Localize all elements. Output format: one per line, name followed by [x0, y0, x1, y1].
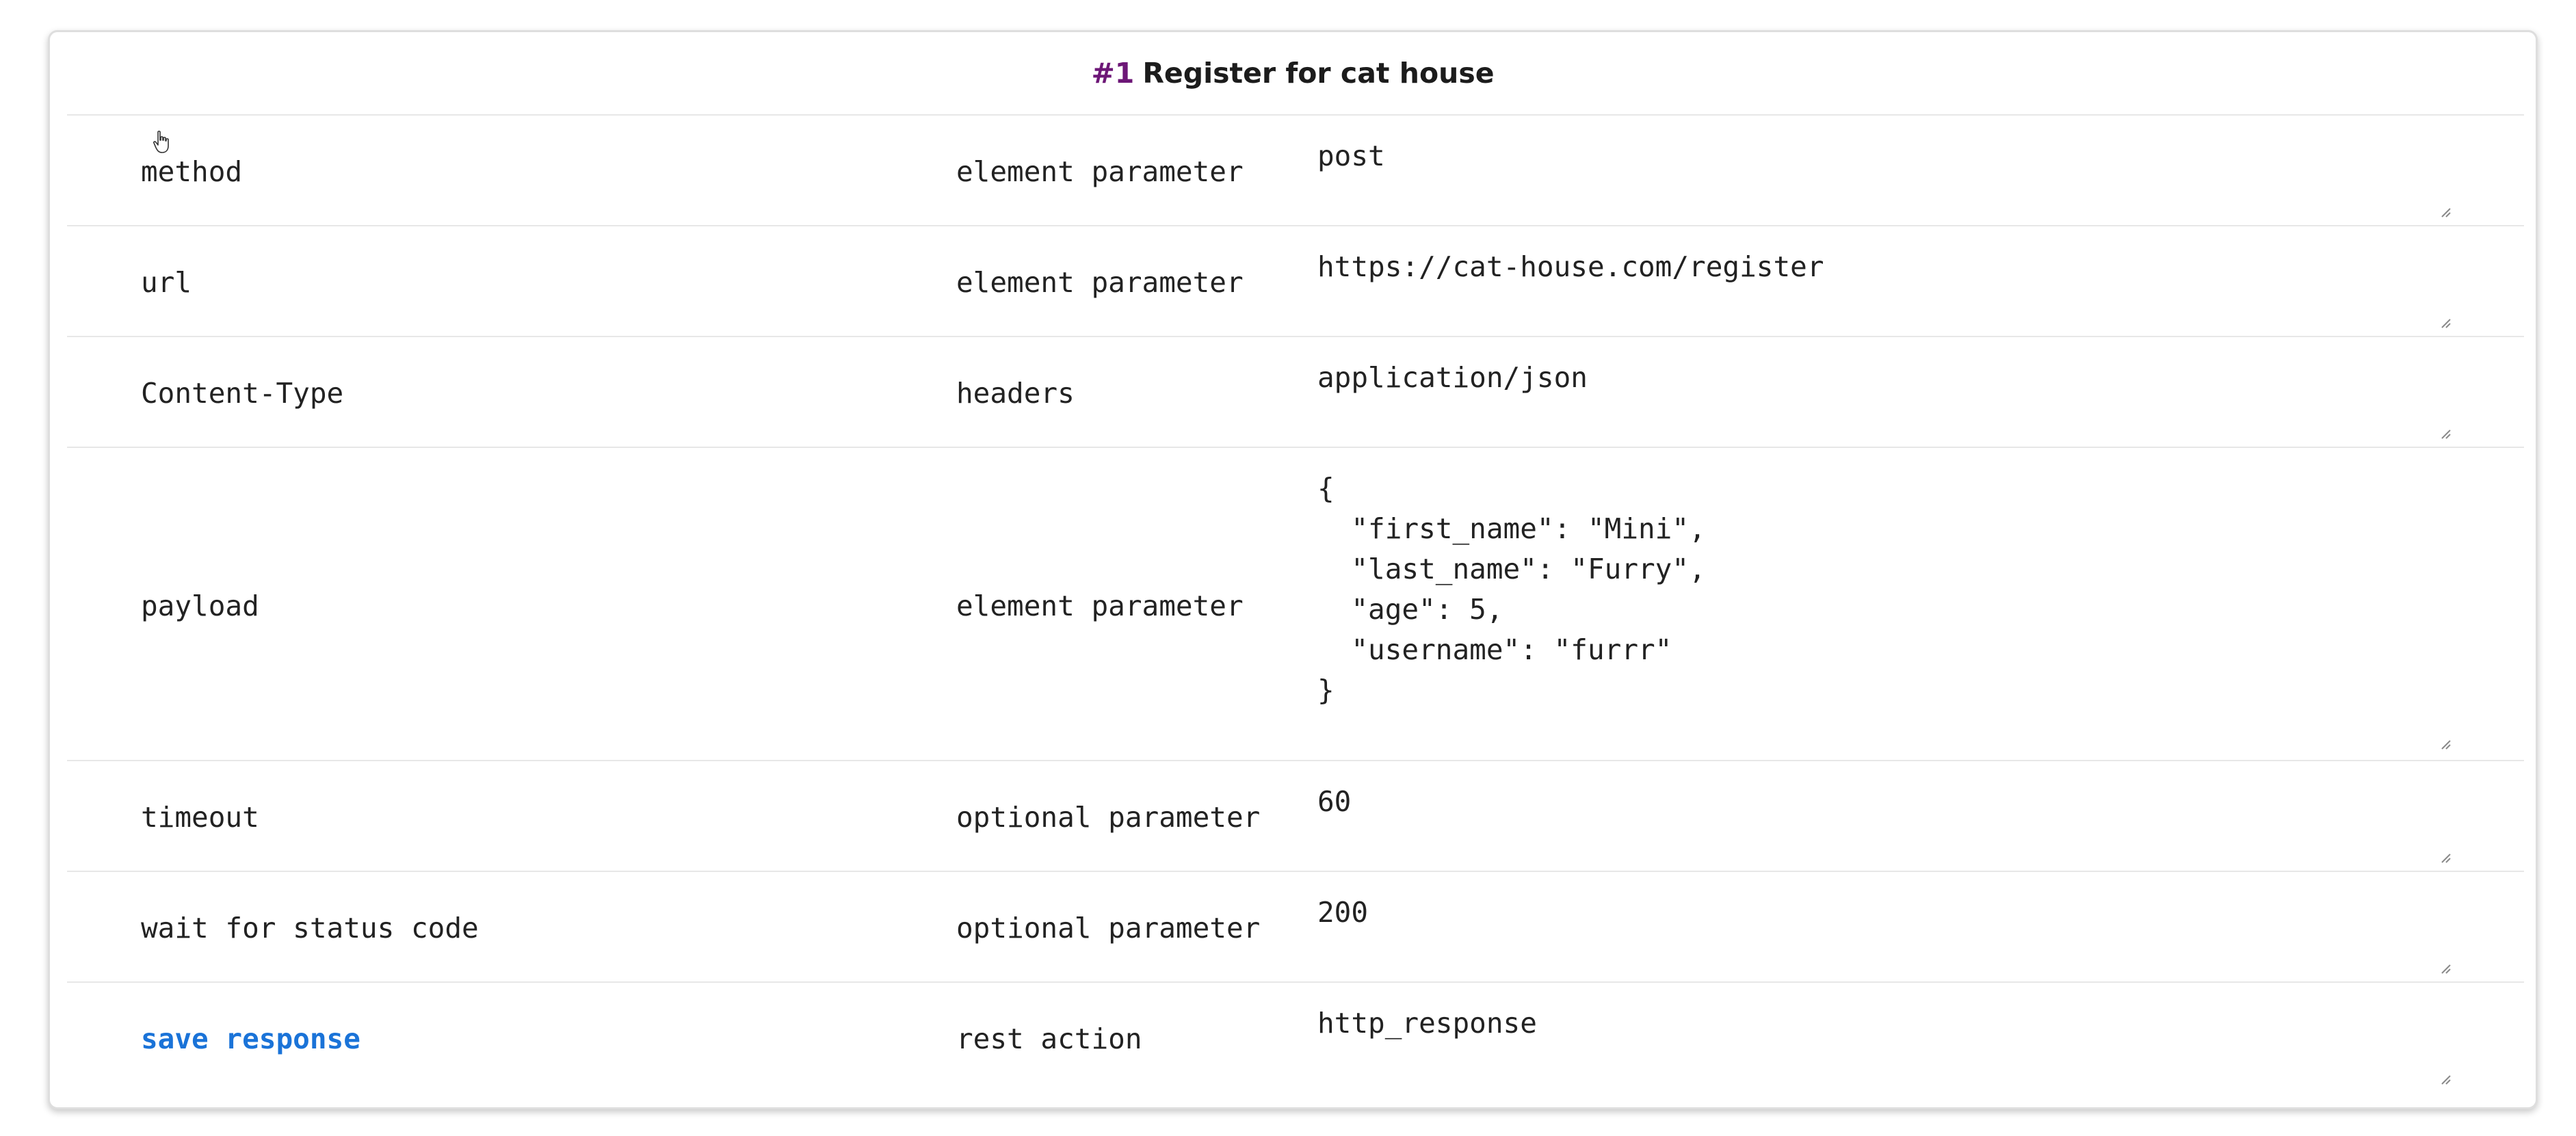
param-row-wait-for-status-code: wait for status code optional parameter …	[67, 871, 2524, 981]
resize-grip-icon[interactable]	[2440, 317, 2451, 328]
resize-grip-icon[interactable]	[2440, 428, 2451, 439]
param-value-textarea[interactable]: post	[1317, 140, 1385, 172]
resize-grip-icon[interactable]	[2440, 963, 2451, 974]
param-row-url: url element parameter https://cat-house.…	[67, 225, 2524, 336]
param-name: method	[141, 155, 243, 188]
param-kind: headers	[956, 377, 1075, 410]
param-name: payload	[141, 590, 259, 622]
param-name: timeout	[141, 801, 259, 834]
param-row-method: method element parameter post	[67, 114, 2524, 225]
step-title: #1 Register for cat house	[50, 32, 2536, 114]
param-value-textarea[interactable]: 200	[1317, 896, 1369, 929]
param-name: url	[141, 266, 192, 299]
param-kind: optional parameter	[956, 912, 1261, 945]
param-value-textarea[interactable]: { "first_name": "Mini", "last_name": "Fu…	[1317, 472, 1706, 706]
param-row-timeout: timeout optional parameter 60	[67, 760, 2524, 871]
resize-grip-icon[interactable]	[2440, 207, 2451, 217]
step-card: #1 Register for cat house method element…	[48, 30, 2538, 1109]
hand-pointer-icon	[153, 131, 169, 153]
param-value-textarea[interactable]: 60	[1317, 785, 1352, 818]
step-number: #1	[1091, 57, 1135, 90]
resize-grip-icon[interactable]	[2440, 739, 2451, 750]
param-value-textarea[interactable]: application/json	[1317, 361, 1588, 394]
param-value-textarea[interactable]: https://cat-house.com/register	[1317, 250, 1824, 283]
resize-grip-icon[interactable]	[2440, 1074, 2451, 1085]
param-kind: optional parameter	[956, 801, 1261, 834]
param-name: Content-Type	[141, 377, 344, 410]
save-response-link[interactable]: save response	[141, 1022, 360, 1055]
param-value-textarea[interactable]: http_response	[1317, 1007, 1537, 1040]
param-row-content-type: Content-Type headers application/json	[67, 336, 2524, 447]
step-title-text: Register for cat house	[1142, 57, 1495, 90]
param-kind: rest action	[956, 1022, 1142, 1055]
param-name: wait for status code	[141, 912, 479, 945]
param-kind: element parameter	[956, 155, 1244, 188]
param-row-save-response: save response rest action http_response	[67, 981, 2524, 1092]
param-kind: element parameter	[956, 590, 1244, 622]
param-row-payload: payload element parameter { "first_name"…	[67, 447, 2524, 760]
resize-grip-icon[interactable]	[2440, 852, 2451, 863]
param-kind: element parameter	[956, 266, 1244, 299]
